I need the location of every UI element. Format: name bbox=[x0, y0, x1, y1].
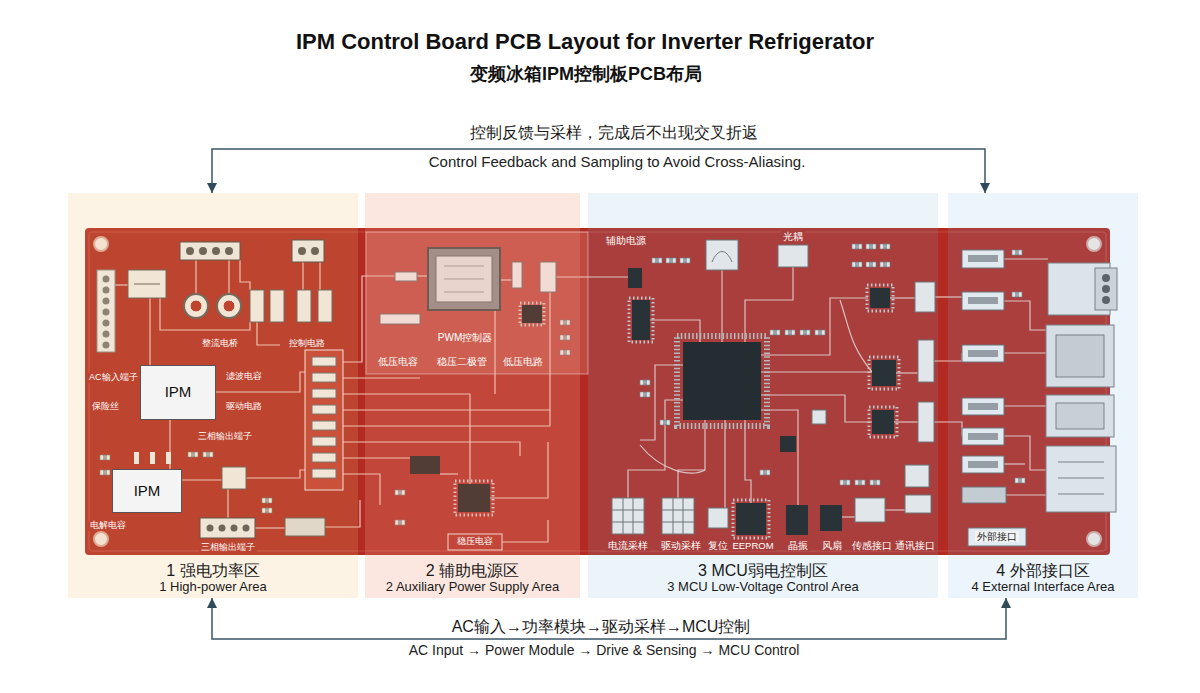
part-label: 三相输出端子 bbox=[199, 543, 257, 553]
ipm-module: IPM bbox=[140, 365, 216, 420]
zone-band: 3 MCU弱电控制区3 MCU Low-Voltage Control Area bbox=[588, 193, 938, 598]
zone-caption: 4 外部接口区4 External Interface Area bbox=[948, 562, 1138, 595]
part-label: 辅助电源 bbox=[604, 235, 648, 246]
module-label: IPM bbox=[134, 483, 161, 500]
part-label: 低压电容 bbox=[376, 356, 420, 367]
zone-title: 2 辅助电源区 bbox=[365, 562, 580, 580]
module-label: IPM bbox=[165, 384, 192, 401]
part-label: 稳压电容 bbox=[455, 537, 495, 547]
connector-label: 控制反馈与采样，完成后不出现交叉折返 bbox=[468, 124, 760, 142]
zone-subtitle: 2 Auxiliary Power Supply Area bbox=[365, 580, 580, 595]
part-label: 驱动电路 bbox=[224, 402, 264, 412]
zone-caption: 3 MCU弱电控制区3 MCU Low-Voltage Control Area bbox=[588, 562, 938, 595]
zone-subtitle: 4 External Interface Area bbox=[948, 580, 1138, 595]
part-label: 整流电桥 bbox=[200, 339, 240, 349]
part-label: 驱动采样 bbox=[659, 541, 703, 551]
part-label: 外部接口 bbox=[975, 531, 1019, 542]
ipm-module: IPM bbox=[112, 469, 182, 513]
zone-title: 3 MCU弱电控制区 bbox=[588, 562, 938, 580]
part-label: 保险丝 bbox=[90, 402, 121, 412]
part-label: 低压电路 bbox=[501, 356, 545, 367]
part-label: 光耦 bbox=[781, 231, 805, 242]
zone-subtitle: 3 MCU Low-Voltage Control Area bbox=[588, 580, 938, 595]
part-label: 控制电路 bbox=[287, 339, 327, 349]
zone-title: 4 外部接口区 bbox=[948, 562, 1138, 580]
part-label: 晶振 bbox=[786, 541, 810, 551]
part-label: 电流采样 bbox=[606, 541, 650, 551]
part-label: 三相输出端子 bbox=[196, 432, 254, 442]
flow-connector bbox=[212, 598, 1006, 639]
subtitle: 变频冰箱IPM控制板PCB布局 bbox=[468, 65, 704, 85]
connector-label: AC输入→功率模块→驱动采样→MCU控制 bbox=[450, 618, 753, 636]
part-label: 电解电容 bbox=[88, 521, 128, 531]
zone-caption: 2 辅助电源区2 Auxiliary Power Supply Area bbox=[365, 562, 580, 595]
flow-note: AC Input → Power Module → Drive & Sensin… bbox=[407, 643, 802, 658]
zone-caption: 1 强电功率区1 High-power Area bbox=[68, 562, 358, 595]
part-label: PWM控制器 bbox=[436, 332, 494, 343]
diagram-title: IPM Control Board PCB Layout for Inverte… bbox=[294, 30, 876, 54]
part-label: 通讯接口 bbox=[893, 541, 937, 551]
zone-subtitle: 1 High-power Area bbox=[68, 580, 358, 595]
part-label: 复位 bbox=[706, 541, 730, 551]
zone-band: 1 强电功率区1 High-power Area IPM IPM bbox=[68, 193, 358, 598]
flow-note: Control Feedback and Sampling to Avoid C… bbox=[427, 154, 808, 171]
part-label: 稳压二极管 bbox=[435, 356, 489, 367]
part-label: AC输入端子 bbox=[87, 373, 140, 383]
part-label: EEPROM bbox=[730, 541, 775, 551]
part-label: 风扇 bbox=[820, 541, 844, 551]
part-label: 传感接口 bbox=[850, 541, 894, 551]
flow-connector bbox=[212, 149, 985, 193]
part-label: 滤波电容 bbox=[224, 372, 264, 382]
zone-title: 1 强电功率区 bbox=[68, 562, 358, 580]
